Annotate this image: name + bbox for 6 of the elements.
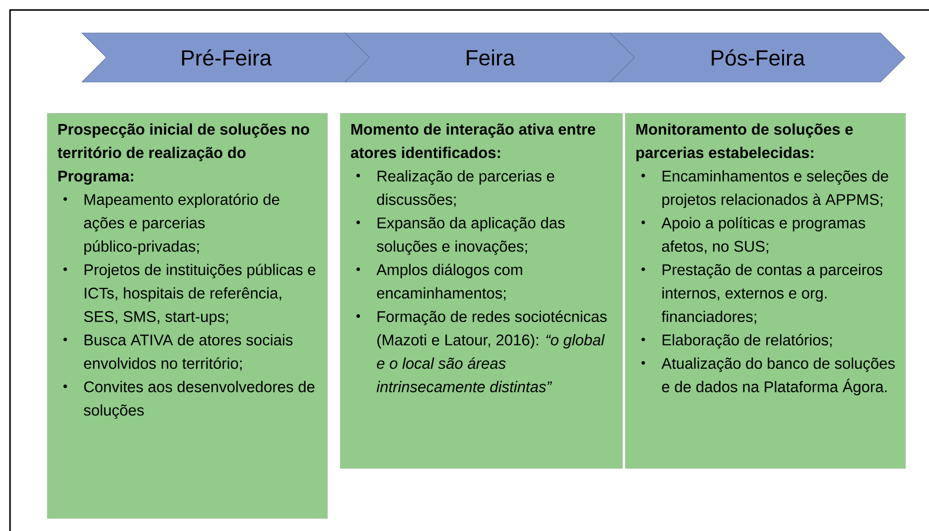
chevron-step: Pré-Feira — [81, 32, 370, 82]
text-box: Prospecção inicial de soluções no território de realização do Programa: Mapeamento exploratório de ações e parcerias público-privadas; Projetos de instituições públicas e ICTs, hospitais de referência, SES, SMS, start-ups; Busca ATIVA de atores sociais envolvidos no território; Convites aos desenvolvedores de soluções — [47, 113, 328, 519]
chevron-step: Feira — [344, 32, 636, 82]
text-box: Monitoramento de soluções e parcerias estabelecidas: Encaminhamentos e seleções de projetos relacionados à APPMS; Apoio a políticas e programas afetos, no SUS; Prestação de contas a parceiros internos, externos e org. financiadores; Elaboração de relatórios; Atualização do banco de soluções e de dados na Plataforma Ágora. — [625, 113, 906, 469]
chevron-step: Pós-Feira — [609, 32, 906, 82]
text-box: Momento de interação ativa entre atores identificados: Realização de parcerias e discussões; Expansão da aplicação das soluções e inovações; Amplos diálogos com encaminhamentos; Formação de redes sociotécnicas (Mazoti e Latour, 2016): “o global e o local são áreas intrinsecamente distintas” — [340, 113, 623, 469]
